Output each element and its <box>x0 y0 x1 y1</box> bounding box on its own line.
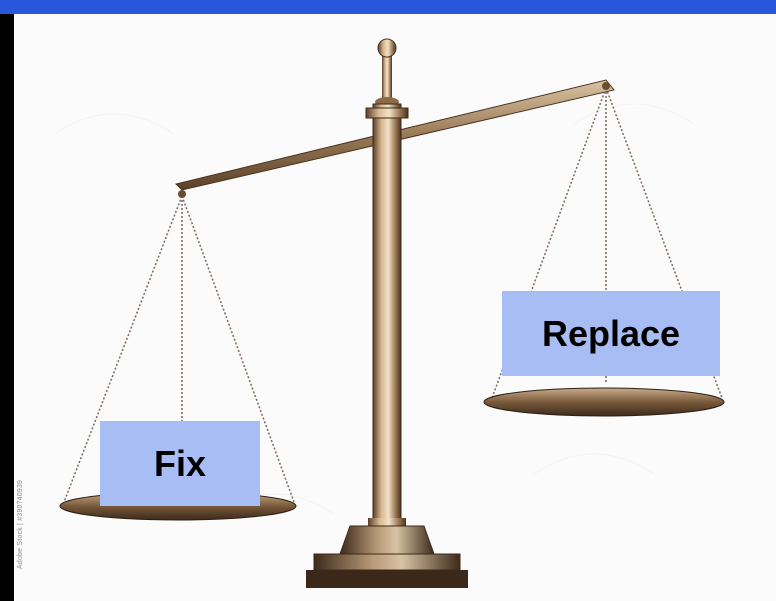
replace-label: Replace <box>502 291 720 376</box>
scale-column <box>373 104 401 524</box>
scale-photo: Fix Replace Adobe Stock | #390740939 <box>14 14 776 601</box>
stock-watermark: Adobe Stock | #390740939 <box>17 429 27 569</box>
fix-label: Fix <box>100 421 260 506</box>
finial <box>375 39 399 107</box>
scale-base <box>306 526 468 588</box>
left-black-band <box>0 14 14 601</box>
right-pan <box>484 388 724 416</box>
